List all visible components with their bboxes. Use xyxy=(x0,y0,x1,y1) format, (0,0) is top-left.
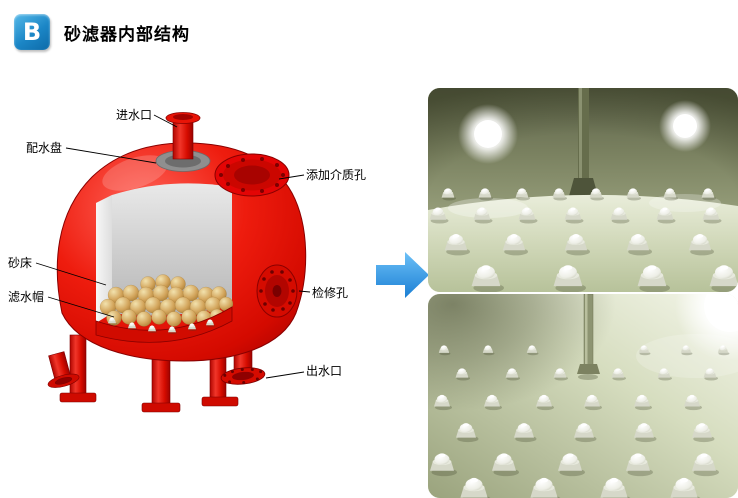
tank-illustration xyxy=(35,112,311,413)
side-drain-flange xyxy=(47,351,80,388)
photo-nozzle-plate-side-view xyxy=(428,88,738,292)
letter-b-badge-icon: B xyxy=(14,14,50,50)
label-outlet: 出水口 xyxy=(306,364,343,378)
inlet-pipe xyxy=(165,112,201,160)
header: B 砂滤器内部结构 xyxy=(14,14,190,50)
right-arrow-icon xyxy=(376,250,430,300)
photo-nozzle-plate-top-view xyxy=(428,294,738,498)
label-inlet: 进水口 xyxy=(116,108,153,122)
nozzle-plate xyxy=(95,306,233,343)
label-media-port: 添加介质孔 xyxy=(306,168,367,182)
label-sand-bed: 砂床 xyxy=(8,256,33,270)
access-port-flange xyxy=(256,264,298,318)
center-standpipe xyxy=(569,88,598,196)
dome-highlight xyxy=(102,155,168,191)
page-title: 砂滤器内部结构 xyxy=(64,24,190,45)
label-access-port: 检修孔 xyxy=(312,286,349,300)
leader-lines xyxy=(35,114,311,379)
label-distribution-plate: 配水盘 xyxy=(26,141,63,155)
media-port-flange xyxy=(214,153,290,197)
center-standpipe xyxy=(577,294,600,380)
label-filter-nozzle: 滤水帽 xyxy=(8,290,45,304)
badge-letter: B xyxy=(22,18,42,46)
sand-filter-diagram: 进水口 配水盘 添加介质孔 砂床 滤水帽 检修孔 出水口 xyxy=(0,95,380,435)
